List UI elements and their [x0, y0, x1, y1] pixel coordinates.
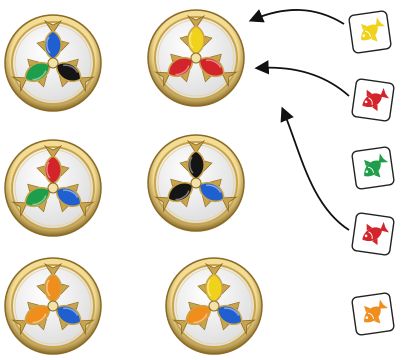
token-4-fish-3	[154, 178, 194, 213]
token-2-fish-1	[179, 14, 213, 55]
token-4-fish-2	[198, 178, 238, 213]
token-1-fish-2	[55, 58, 95, 93]
token-1-fish-1	[36, 19, 70, 60]
token-6-fish-3	[172, 301, 212, 336]
card-red-2[interactable]	[349, 210, 397, 258]
token-2-art	[147, 9, 245, 107]
token-1-fish-3	[11, 58, 51, 93]
card-red[interactable]	[349, 76, 397, 124]
token-3-fish-1	[36, 144, 70, 185]
token-2[interactable]	[146, 8, 246, 108]
token-3-fish-3	[11, 183, 51, 218]
token-4[interactable]	[146, 133, 246, 233]
card-orange[interactable]	[349, 290, 397, 338]
card-green[interactable]	[349, 144, 397, 192]
card-green-face	[351, 146, 395, 190]
token-3-art	[4, 139, 102, 237]
token-6-fish-1	[197, 262, 231, 303]
token-3[interactable]	[3, 138, 103, 238]
card-yellow[interactable]	[346, 8, 394, 56]
yellow-fish-icon	[361, 17, 386, 42]
token-2-fish-3	[154, 53, 194, 88]
token-5-fish-1	[36, 262, 70, 303]
token-2-fish-2	[198, 53, 238, 88]
card-orange-face	[351, 292, 395, 336]
red-fish-icon	[362, 87, 390, 112]
token-6-art	[165, 257, 263, 355]
token-6[interactable]	[164, 256, 264, 356]
token-5-fish-3	[11, 301, 51, 336]
token-6-fish-2	[216, 301, 256, 336]
arrow-card-red-2-to-token-2	[280, 106, 350, 231]
token-4-art	[147, 134, 245, 232]
card-red-2-face	[351, 212, 395, 256]
token-3-fish-2	[55, 183, 95, 218]
green-fish-icon	[364, 153, 389, 178]
arrow-card-yellow-to-token-2	[248, 9, 345, 25]
token-1-art	[4, 14, 102, 112]
token-5-fish-2	[55, 301, 95, 336]
orange-fish-icon	[364, 299, 389, 324]
token-1[interactable]	[3, 13, 103, 113]
token-4-fish-1	[179, 139, 213, 180]
card-red-face	[351, 78, 395, 122]
card-yellow-face	[348, 10, 392, 54]
token-5-art	[4, 257, 102, 355]
red-fish-icon	[362, 221, 390, 246]
token-5[interactable]	[3, 256, 103, 356]
arrow-card-red-to-token-2	[254, 60, 350, 97]
